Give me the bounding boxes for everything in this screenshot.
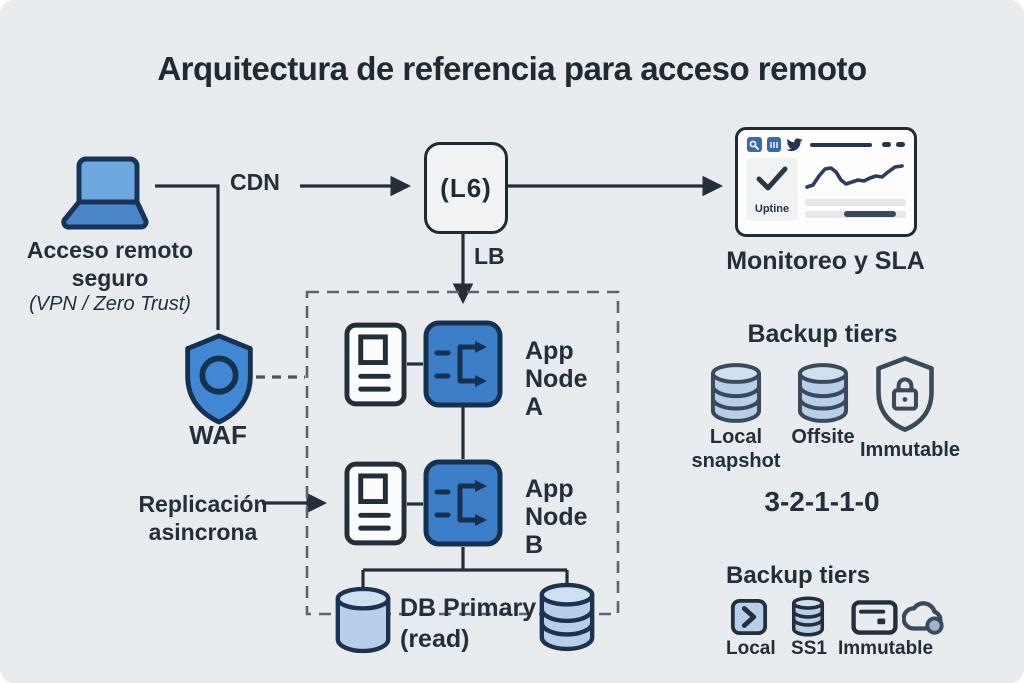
uptime-label: Uptine — [754, 203, 790, 215]
shield-lock-icon — [876, 356, 934, 432]
cloud-icon — [902, 601, 944, 635]
database-icon — [791, 596, 825, 637]
page-title: Arquitectura de referencia para acceso r… — [157, 50, 867, 87]
client-sublabel: (VPN / Zero Trust) — [29, 293, 191, 315]
lb-edge-label: LB — [474, 243, 505, 269]
sla-line-chart-icon — [805, 164, 904, 189]
waf-label: WAF — [189, 420, 247, 450]
uptime-card: Uptine — [746, 158, 798, 221]
window-dot — [882, 142, 892, 147]
monitor-topbar — [738, 130, 914, 156]
bird-icon — [786, 137, 803, 151]
laptop-icon — [61, 156, 149, 230]
chevron-box-icon — [730, 598, 768, 636]
backup-item-label: Local — [726, 638, 776, 659]
monitoring-panel: Uptine — [735, 127, 917, 237]
app-node-icon — [423, 459, 503, 547]
backup-item-label: Local snapshot — [691, 426, 781, 472]
backup-item-label: Immutable — [838, 638, 934, 659]
app-node-a-label: App Node A — [525, 337, 588, 421]
backup-rule-label: 3-2-1-1-0 — [764, 486, 880, 517]
load-balancer-box: (L6) — [424, 142, 508, 234]
sla-bar — [805, 199, 906, 206]
sla-bar — [805, 211, 906, 218]
address-bar-line — [809, 142, 873, 147]
config-doc-icon — [344, 322, 407, 407]
menu-icon — [766, 137, 782, 152]
backup-item-label: Offsite — [791, 426, 855, 448]
load-balancer-box-text: (L6) — [440, 172, 492, 203]
sla-bar-highlight — [844, 211, 896, 217]
database-icon — [797, 363, 849, 423]
monitoring-caption: Monitoreo y SLA — [726, 247, 925, 275]
app-node-b-label: App Node B — [525, 475, 588, 559]
db-replica-icon — [539, 582, 595, 652]
config-doc-icon — [344, 461, 407, 546]
waf-shield-icon — [185, 333, 253, 425]
backup-item-label: SS1 — [791, 638, 827, 659]
app-node-icon — [423, 320, 503, 408]
edge-client-to-waf — [155, 184, 220, 330]
window-dot — [896, 142, 906, 147]
client-label: Acceso remoto seguro — [26, 237, 194, 291]
search-icon — [747, 137, 762, 152]
db-primary-label: DB Primary (read) — [400, 594, 537, 653]
cluster-dashed-box — [305, 290, 620, 616]
check-icon — [756, 166, 788, 191]
backup-item-label: Immutable — [860, 439, 961, 461]
cdn-label: CDN — [230, 169, 280, 195]
db-primary-icon — [335, 586, 391, 654]
sla-chart-area — [805, 158, 906, 221]
card-icon — [851, 600, 898, 635]
replication-label: Replicación asincrona — [138, 491, 268, 545]
backup-tiers-heading: Backup tiers — [747, 320, 898, 348]
edge-node-b-db — [361, 547, 569, 589]
database-icon — [710, 363, 762, 423]
backup-tiers-heading-2: Backup tiers — [726, 562, 871, 589]
